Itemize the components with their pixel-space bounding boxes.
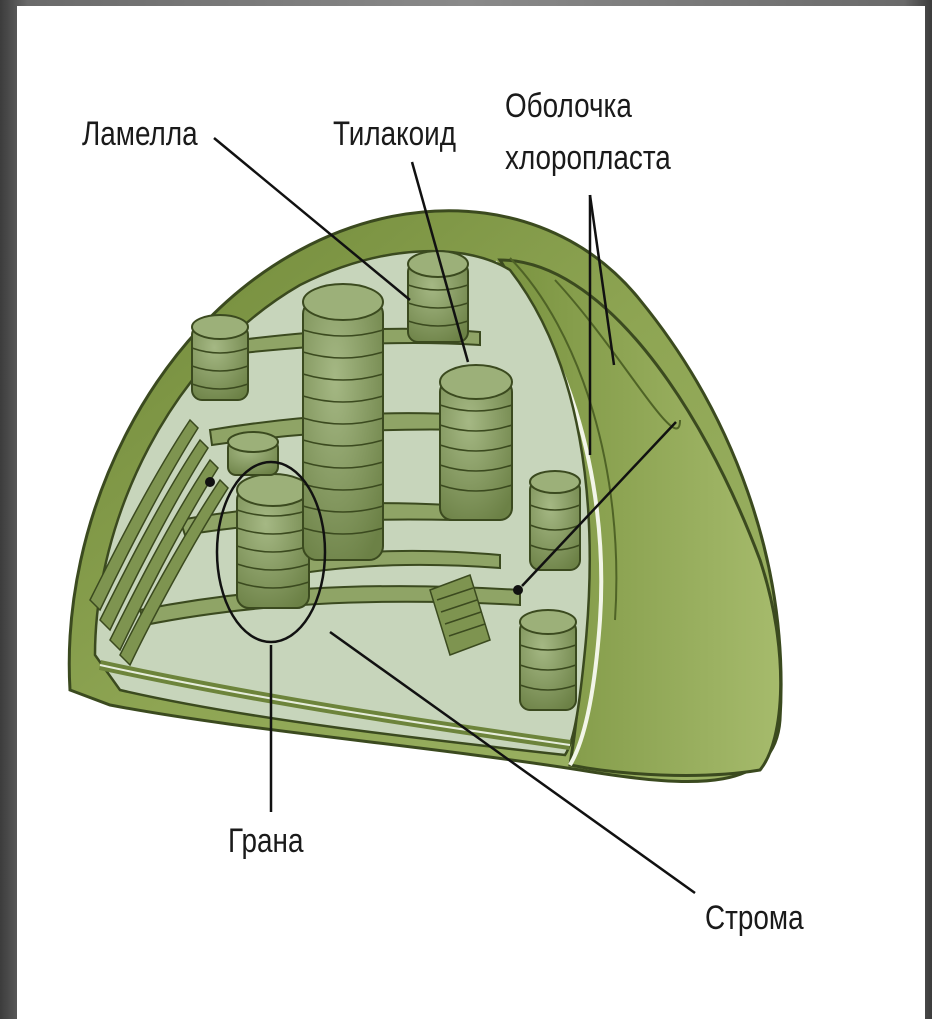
stroma-dot-2 (513, 585, 523, 595)
label-lamella: Ламелла (82, 116, 198, 153)
granum-circled (237, 474, 309, 608)
granum-thylakoid (440, 365, 512, 520)
label-envelope-line2: хлоропласта (505, 140, 671, 177)
granum-right-lower (520, 610, 576, 710)
granum-center (303, 284, 383, 560)
granum-right-middle (530, 471, 580, 570)
label-stroma: Строма (705, 900, 804, 937)
label-grana: Грана (228, 823, 303, 860)
label-thylakoid: Тилакоид (333, 116, 456, 153)
stroma-dot-1 (205, 477, 215, 487)
granum-left (192, 315, 248, 400)
label-envelope-line1: Оболочка (505, 88, 632, 125)
